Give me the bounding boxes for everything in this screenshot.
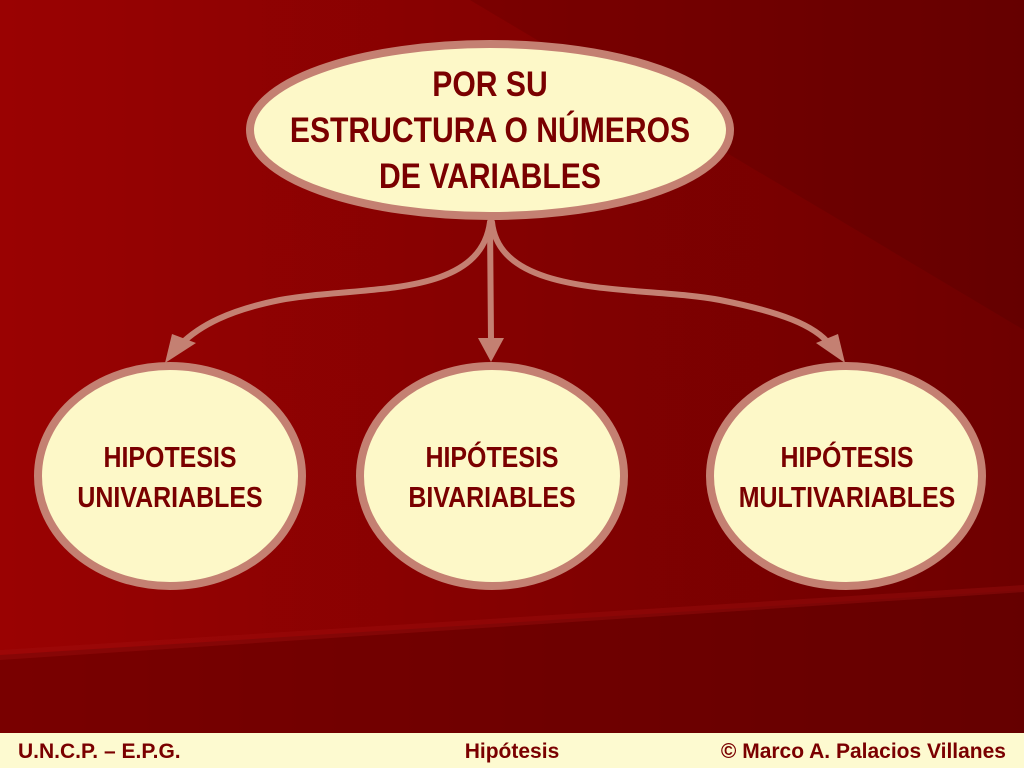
bivariables-label-line-1: HIPÓTESIS [425,442,559,474]
multivariables-label-line-1: HIPÓTESIS [780,442,914,474]
root-label-line-1: POR SU [432,65,548,104]
node-bivariables [356,362,628,590]
bivariables-label: HIPÓTESIS BIVARIABLES [363,438,621,518]
node-multivariables [706,362,986,590]
node-univariables [34,362,306,590]
root-label-line-3: DE VARIABLES [379,157,601,196]
univariables-label-line-1: HIPOTESIS [103,442,237,474]
arrowhead-center [478,338,504,362]
arrowhead-left [165,334,196,363]
arrow-to-bivariables [487,219,494,343]
univariables-label-line-2: UNIVARIABLES [77,482,263,514]
arrowhead-right [816,334,845,363]
multivariables-label-line-2: MULTIVARIABLES [738,482,956,514]
footer-topic: Hipótesis [464,740,560,763]
footer-author: © Marco A. Palacios Villanes [720,740,1006,763]
univariables-label: HIPOTESIS UNIVARIABLES [41,438,299,518]
root-label-line-2: ESTRUCTURA O NÚMEROS [289,111,691,150]
arrowheads [165,334,845,363]
connector-arrows [177,219,833,348]
footer-bar [0,733,1024,768]
bivariables-label-line-2: BIVARIABLES [408,482,576,514]
root-node-label: POR SU ESTRUCTURA O NÚMEROS DE VARIABLES [266,62,713,200]
footer-institution: U.N.C.P. – E.P.G. [18,740,181,763]
arrow-to-univariables [177,219,493,348]
root-node [246,40,734,220]
arrow-to-multivariables [489,219,833,348]
multivariables-label: HIPÓTESIS MULTIVARIABLES [718,438,976,518]
